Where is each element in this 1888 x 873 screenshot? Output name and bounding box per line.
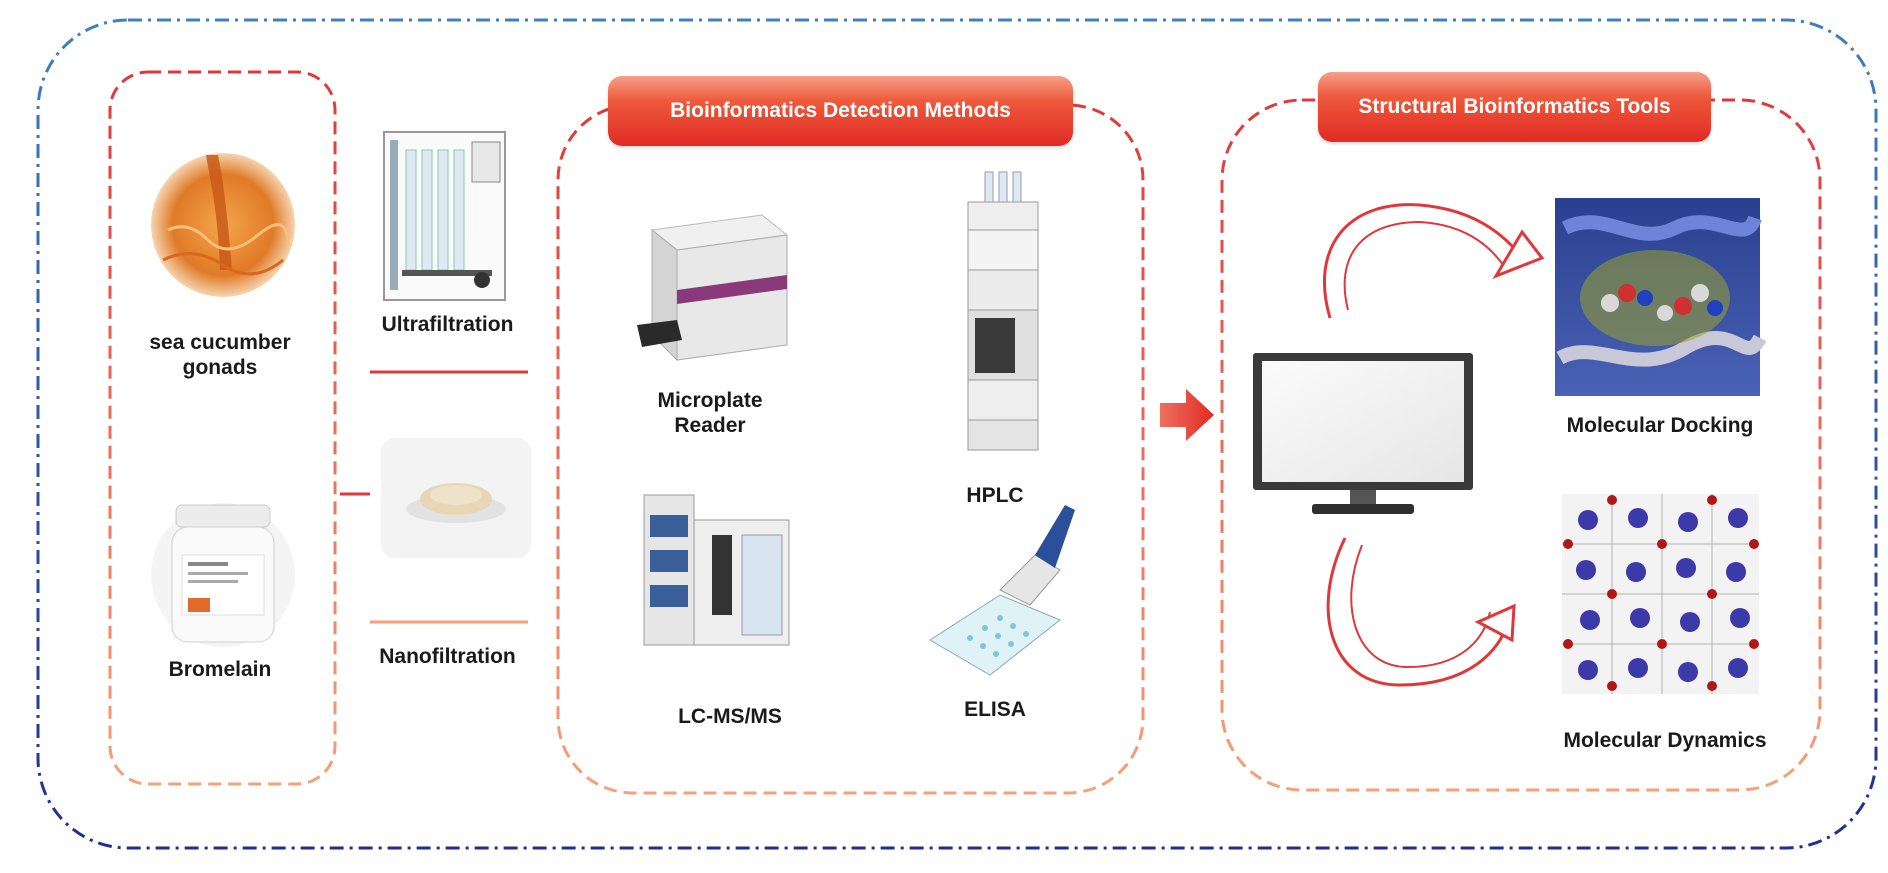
elisa-image — [929, 505, 1075, 676]
ultrafiltration-label: Ultrafiltration — [381, 313, 514, 336]
sea-cucumber-gonads-image — [151, 153, 295, 297]
sea-cucumber-label: sea cucumber gonads — [149, 331, 291, 379]
microplate-reader-label: Microplate Reader — [657, 389, 763, 437]
hplc-image — [967, 171, 1039, 451]
bromelain-label: Bromelain — [168, 658, 272, 681]
powder-image — [381, 438, 531, 558]
molecular-dynamics-image — [1562, 494, 1759, 694]
molecular-docking-label: Molecular Docking — [1566, 414, 1754, 437]
molecular-dynamics-label: Molecular Dynamics — [1563, 729, 1767, 752]
lcms-label: LC-MS/MS — [678, 705, 782, 728]
molecular-docking-image — [1555, 198, 1767, 396]
detection-methods-title: Bioinformatics Detection Methods — [608, 76, 1073, 146]
ultrafiltration-image — [383, 131, 506, 301]
right-arrow-icon — [1160, 389, 1214, 441]
computer-monitor-icon — [1253, 353, 1473, 514]
hplc-label: HPLC — [966, 484, 1024, 507]
lcms-image — [643, 494, 790, 646]
microplate-reader-image — [637, 214, 789, 362]
elisa-label: ELISA — [964, 698, 1026, 721]
bromelain-jar-image — [151, 503, 295, 647]
nanofiltration-label: Nanofiltration — [379, 645, 516, 668]
structural-tools-title: Structural Bioinformatics Tools — [1318, 72, 1711, 142]
